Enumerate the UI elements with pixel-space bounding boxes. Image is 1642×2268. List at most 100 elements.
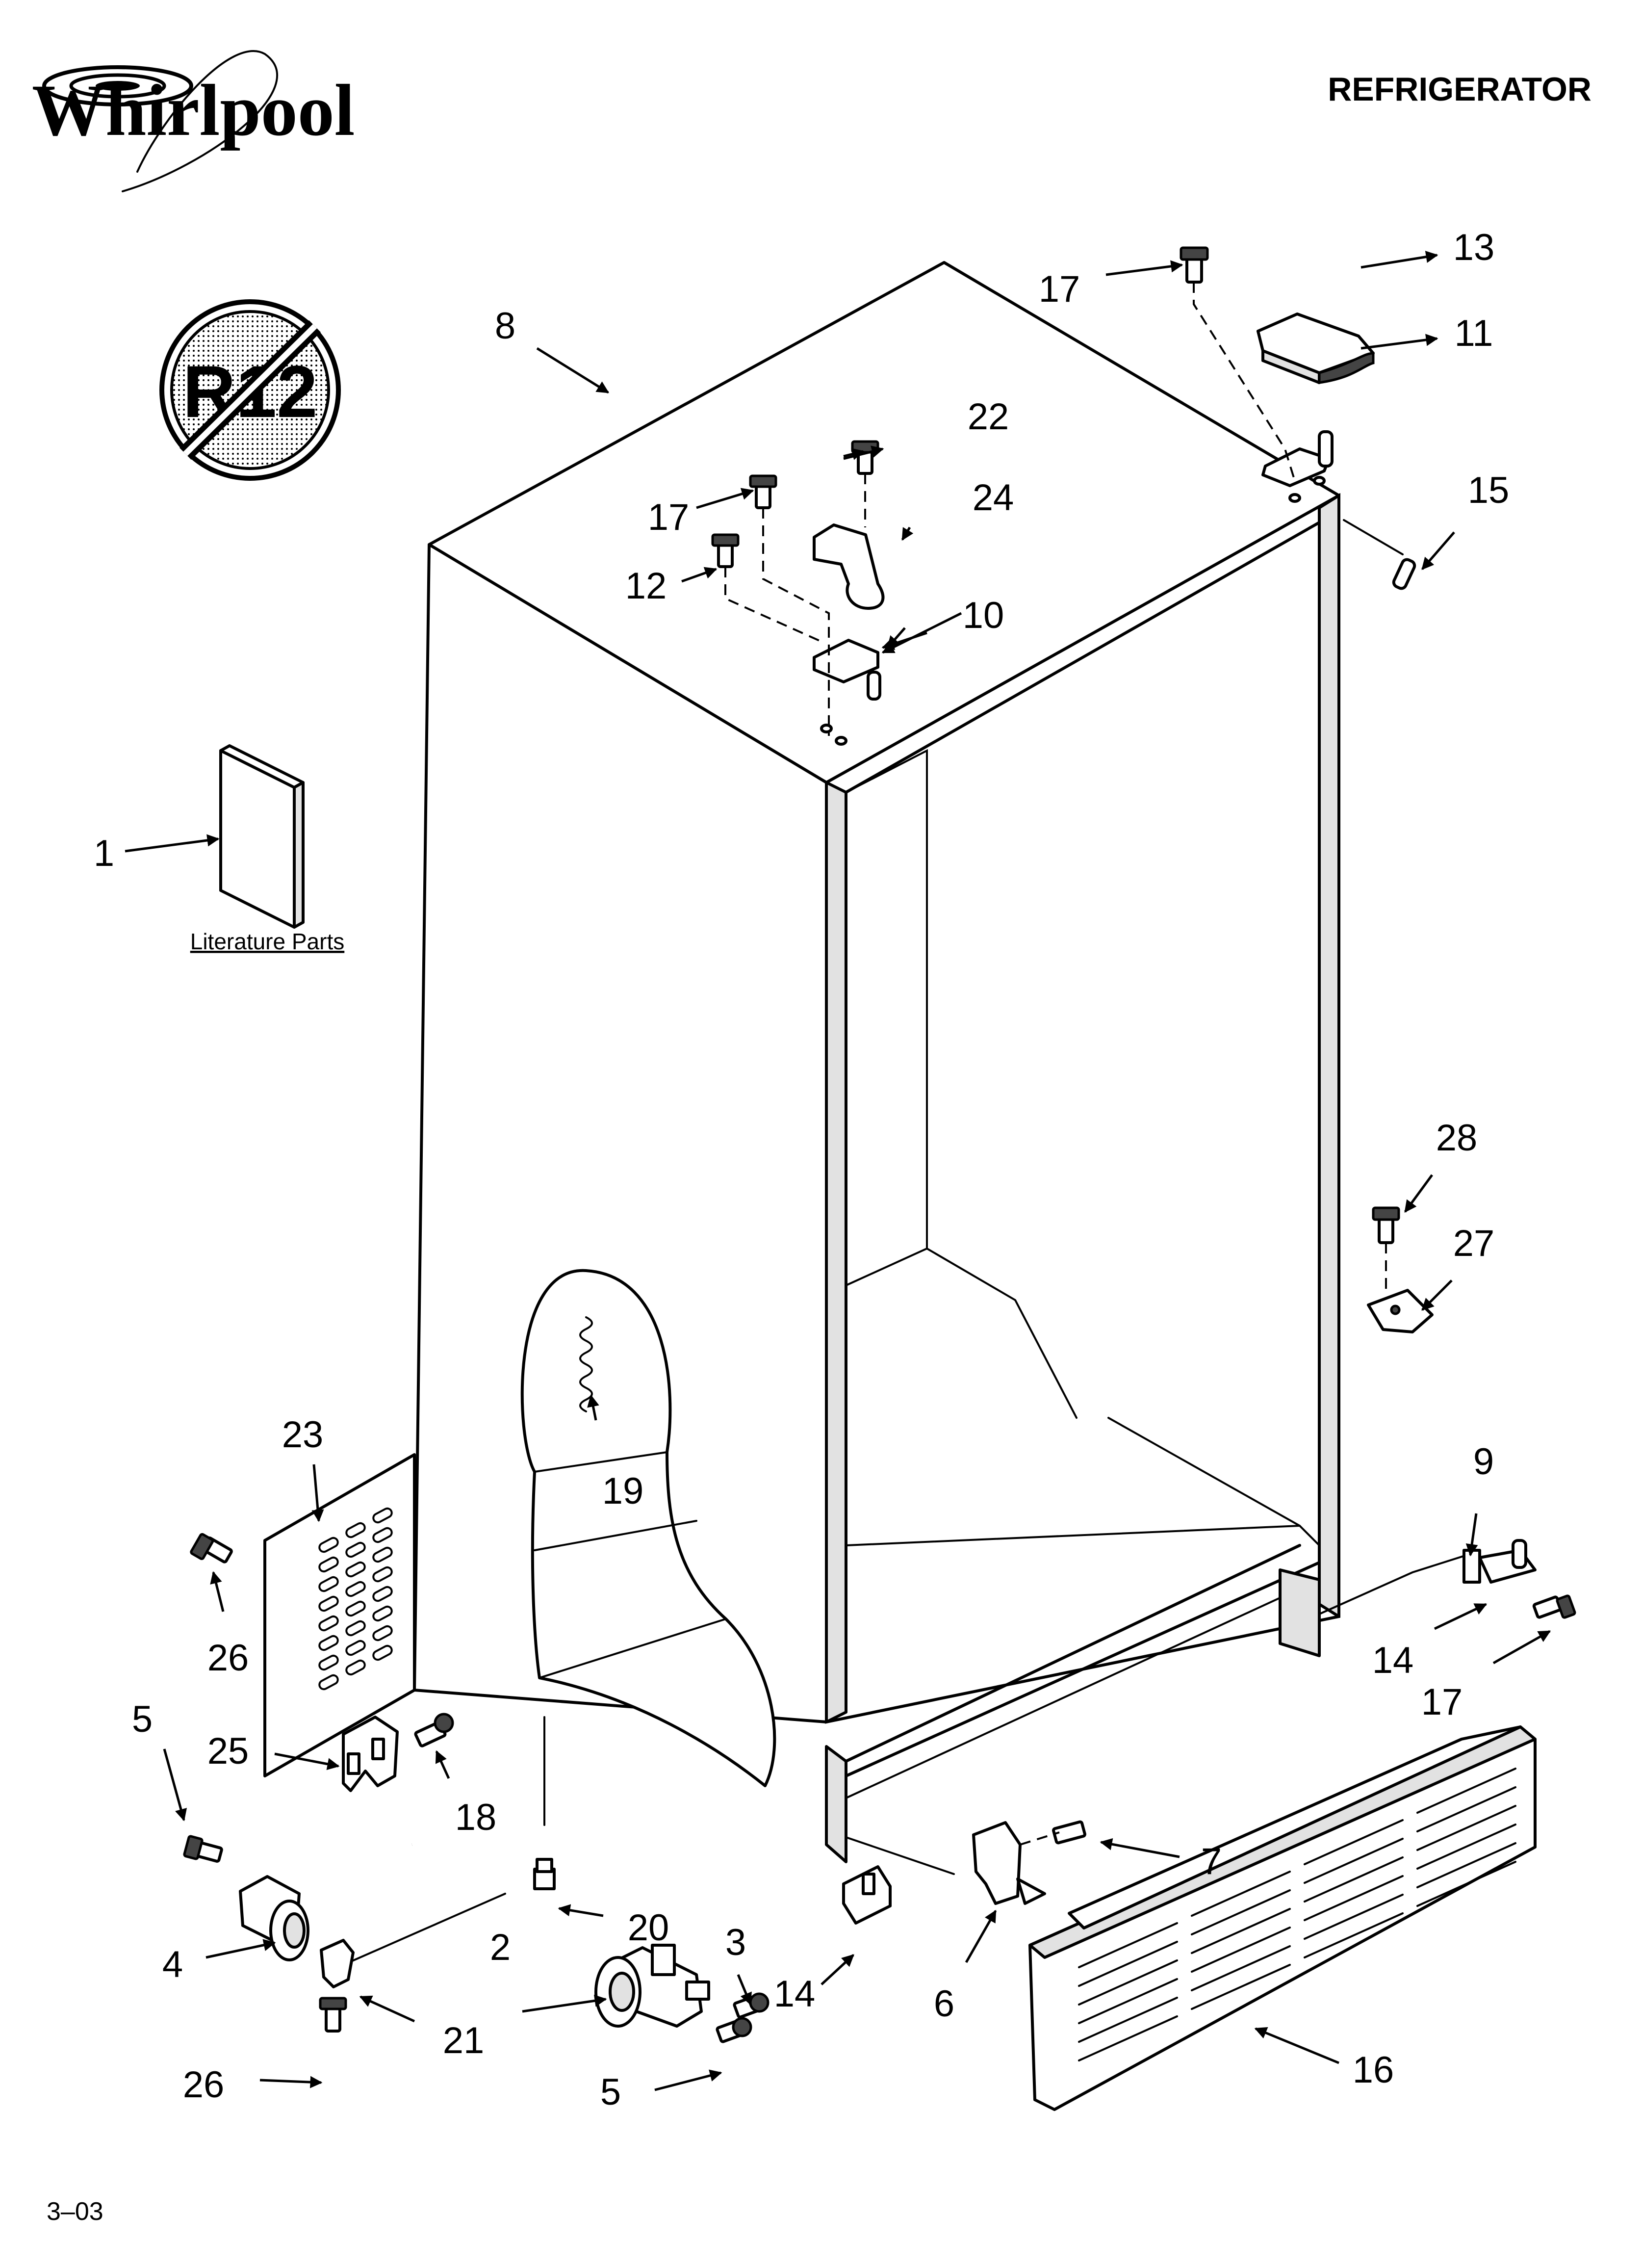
pin-15 [1343,519,1416,590]
literature-label: Literature Parts [190,929,344,954]
leader-arrows [125,251,1551,2091]
callout-9: 9 [1473,1441,1494,1483]
grille-slot [318,1654,339,1671]
grille-slot [318,1595,339,1612]
callout-17-right: 17 [1421,1681,1463,1723]
callout-17-mid: 17 [648,496,690,538]
screw-26-upper [190,1533,233,1564]
grille-slot [318,1615,339,1632]
grille-slot [372,1566,393,1583]
roller-4 [183,1835,309,1961]
water-tube-20 [342,1716,556,1966]
toe-grille-slot [1078,1978,1178,2024]
grille-slot [345,1561,366,1578]
toe-grille-slot [1191,1871,1291,1917]
grille-slot [318,1556,339,1573]
callout-23: 23 [282,1414,324,1456]
callout-13: 13 [1453,227,1495,268]
toe-grille-slot [1078,2015,1178,2061]
callout-27: 27 [1453,1223,1495,1264]
toe-grille-slot [1304,1838,1404,1884]
toe-grille-slot [1191,1945,1291,1991]
toe-grille-slot [1416,1786,1516,1832]
grille-slot [345,1522,366,1538]
toe-grille-slot [1191,1927,1291,1973]
grille-slot [318,1576,339,1592]
callout-26-lower: 26 [183,2064,225,2106]
bracket-6 [845,1820,1086,1905]
grille-slot [372,1586,393,1602]
whirlpool-logo: Whirlpool [32,50,355,192]
callout-2: 2 [490,1927,511,1968]
grille-slot [345,1640,366,1656]
grille-slot [372,1605,393,1622]
callout-12: 12 [625,565,667,607]
grille-slot [372,1527,393,1543]
callout-10: 10 [963,595,1004,636]
grille-slot [318,1635,339,1651]
toe-grille-slot [1078,1997,1178,2043]
toe-grille-slot [1304,1912,1404,1958]
grille-slot [372,1507,393,1524]
toe-grille-slot [1191,1964,1291,2010]
top-hinge-left [711,282,1296,736]
callout-28: 28 [1436,1117,1478,1159]
section-title: REFRIGERATOR [1328,71,1591,108]
callout-18: 18 [455,1797,497,1838]
toe-grille-slot [1416,1842,1516,1888]
callout-15: 15 [1468,469,1510,511]
bracket-14-left [842,1865,892,1925]
callout-4: 4 [162,1944,183,1985]
callout-21: 21 [443,2020,485,2061]
callout-24: 24 [973,477,1014,519]
callout-26-upper: 26 [207,1637,249,1679]
grille-slot [318,1537,339,1553]
clamp-25 [342,1713,454,1792]
toe-grille-slot [1078,1941,1178,1987]
callout-19: 19 [602,1470,644,1512]
callout-20: 20 [628,1907,669,1949]
callout-5-lower: 5 [600,2071,621,2113]
grille-slot [318,1674,339,1691]
toe-grille-slot [1416,1824,1516,1870]
toe-grille-16 [1028,1725,1537,2111]
callout-25: 25 [207,1730,249,1772]
clip-21 [319,1939,355,2033]
grille-slot [345,1659,366,1676]
toe-grille-slot [1304,1856,1404,1903]
toe-grille-slot [1416,1861,1516,1907]
grille-slot [372,1546,393,1563]
hinge-27-28 [1367,1206,1434,1333]
hinge-9-14-17-right [1318,1539,1576,1619]
grille-slot [372,1644,393,1661]
top-hinge-right [1180,246,1375,487]
roller-2 [594,1944,770,2043]
grille-slot [372,1625,393,1642]
callout-1: 1 [94,833,114,874]
toe-grille-slot [1078,1922,1178,1968]
callout-6: 6 [934,1983,954,2025]
no-r12-badge: R12 [159,299,341,481]
callout-5-upper: 5 [132,1698,153,1740]
callout-labels: 1 2 3 4 5 5 6 7 8 9 10 11 12 13 14 14 15… [94,227,1509,2113]
toe-grille-slot [1304,1875,1404,1921]
callout-16: 16 [1353,2049,1394,2091]
callout-14-left: 14 [774,1973,816,2015]
callout-11: 11 [1455,313,1493,354]
rear-access-grille [263,1453,416,1777]
toe-grille-slot [1191,1908,1291,1954]
toe-grille-slot [1416,1768,1516,1814]
callout-14-right: 14 [1372,1640,1414,1681]
grille-slot [345,1541,366,1558]
grille-slot [345,1581,366,1597]
grille-slot [345,1620,366,1637]
refrigerator-cabinet [413,261,1340,1863]
literature-parts-booklet [219,744,305,929]
toe-grille-slot [1191,1889,1291,1935]
callout-3: 3 [725,1922,746,1963]
grille-slot [345,1600,366,1617]
toe-grille-slot [1304,1819,1404,1865]
callout-22: 22 [968,396,1009,438]
toe-grille-slot [1416,1805,1516,1851]
